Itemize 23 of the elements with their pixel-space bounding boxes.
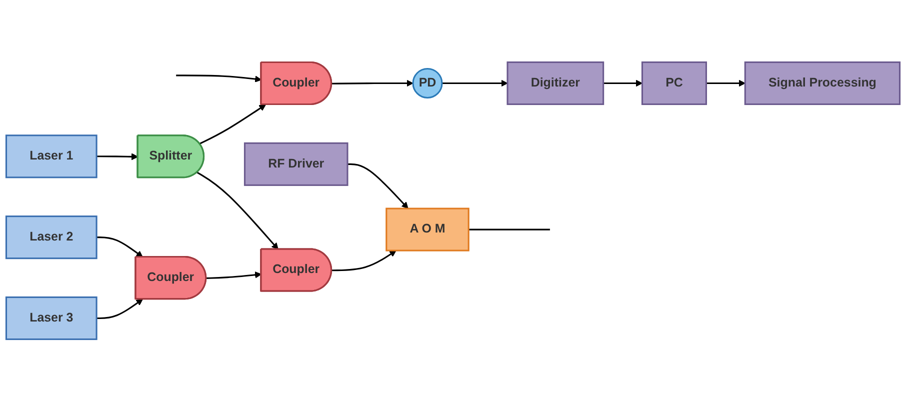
node-box: RF Driver [244, 142, 348, 186]
connector [468, 229, 550, 231]
node-box: Laser 2 [5, 216, 98, 260]
arrow [199, 104, 266, 145]
arrow [96, 236, 143, 258]
arrow [196, 172, 278, 250]
arrow [603, 80, 643, 87]
arrow [706, 80, 746, 87]
node-box: Digitizer [506, 62, 604, 106]
node-box: Laser 1 [5, 134, 98, 178]
arrow [347, 164, 408, 210]
node-box: A O M [386, 208, 470, 252]
arrow [96, 299, 143, 320]
arrow [206, 272, 262, 280]
node-box: PC [641, 62, 707, 106]
arrow [332, 80, 414, 87]
arrow [96, 154, 138, 160]
node-circle: PD [412, 68, 443, 99]
node-box: Laser 3 [5, 296, 98, 340]
arrow [176, 74, 262, 83]
node-box: Signal Processing [744, 62, 901, 106]
arrow [332, 250, 396, 272]
arrow [442, 80, 508, 87]
